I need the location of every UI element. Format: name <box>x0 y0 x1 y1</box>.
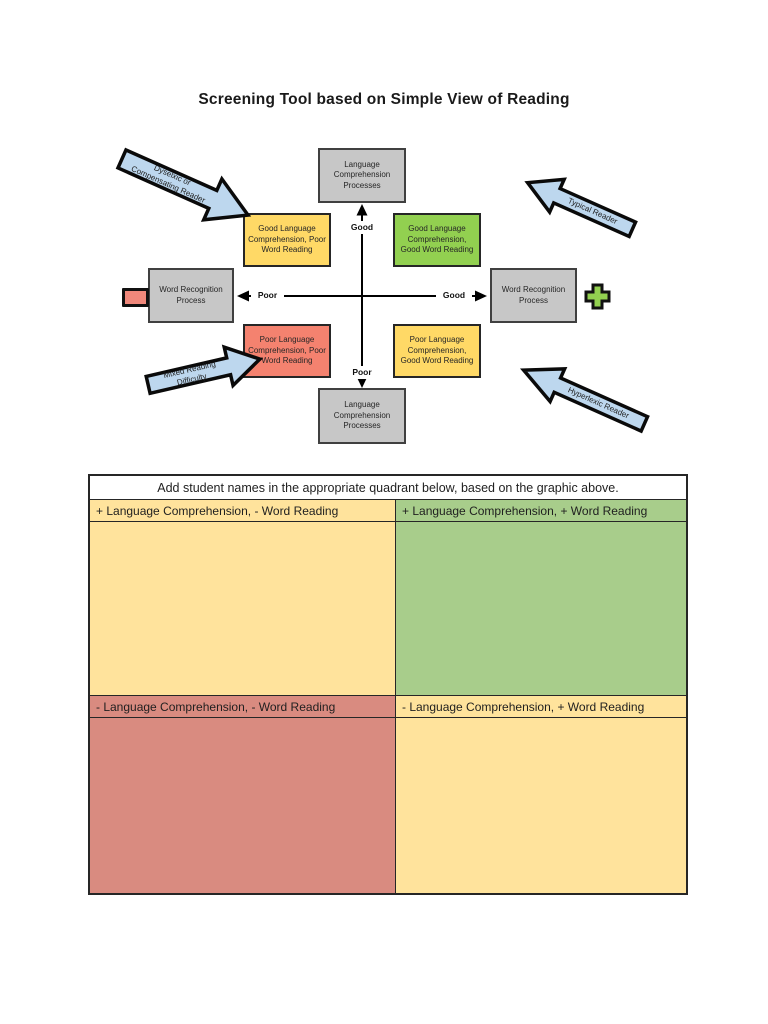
box-poor-lc-good-wr: Poor Language Comprehension, Good Word R… <box>393 324 481 378</box>
quadrant-cell-plus-lc-minus-wr <box>90 522 396 696</box>
page-title: Screening Tool based on Simple View of R… <box>198 91 570 108</box>
fat-arrow-left-icon <box>514 351 655 443</box>
callout-arrow-mixed-difficulty: Mixed Reading Difficulty <box>142 337 267 406</box>
box-good-lc-good-wr: Good Language Comprehension, Good Word R… <box>393 213 481 267</box>
box-language-comprehension-bottom: Language Comprehension Processes <box>318 388 406 444</box>
box-poor-lc-poor-wr: Poor Language Comprehension, Poor Word R… <box>243 324 331 378</box>
callout-arrow-typical-reader: Typical Reader <box>518 164 642 249</box>
quadrant-label-minus-lc-minus-wr: - Language Comprehension, - Word Reading <box>90 696 396 718</box>
axis-label-good-top: Good <box>344 221 380 234</box>
box-word-recognition-right: Word Recognition Process <box>490 268 577 323</box>
table-header: Add student names in the appropriate qua… <box>90 476 686 500</box>
callout-arrow-dyslexic-compensating: Dyselxic or Compensating Reader <box>110 135 260 238</box>
arrowhead-up-icon <box>356 204 368 216</box>
axis-label-poor-left: Poor <box>251 289 284 302</box>
quadrant-label-plus-lc-minus-wr: + Language Comprehension, - Word Reading <box>90 500 396 522</box>
arrowhead-down-icon <box>356 376 368 388</box>
fat-arrow-right-icon <box>142 337 267 406</box>
quadrant-cell-minus-lc-minus-wr <box>90 718 396 893</box>
quadrant-label-plus-lc-plus-wr: + Language Comprehension, + Word Reading <box>396 500 686 522</box>
box-good-lc-poor-wr: Good Language Comprehension, Poor Word R… <box>243 213 331 267</box>
quadrant-cell-plus-lc-plus-wr <box>396 522 686 696</box>
fat-arrow-right-icon <box>110 135 260 238</box>
fat-arrow-left-icon <box>518 164 642 249</box>
student-quadrant-table: Add student names in the appropriate qua… <box>88 474 688 895</box>
quadrant-cell-minus-lc-plus-wr <box>396 718 686 893</box>
callout-arrow-hyperlexic-reader: Hyperlexic Reader <box>514 351 655 443</box>
axis-label-good-right: Good <box>436 289 472 302</box>
box-word-recognition-left: Word Recognition Process <box>148 268 234 323</box>
arrowhead-right-icon <box>475 290 487 302</box>
quadrant-label-minus-lc-plus-wr: - Language Comprehension, + Word Reading <box>396 696 686 718</box>
arrowhead-left-icon <box>237 290 249 302</box>
minus-icon <box>122 288 149 307</box>
plus-icon <box>584 283 611 310</box>
box-language-comprehension-top: Language Comprehension Processes <box>318 148 406 203</box>
axis-label-poor-bottom: Poor <box>344 366 380 379</box>
